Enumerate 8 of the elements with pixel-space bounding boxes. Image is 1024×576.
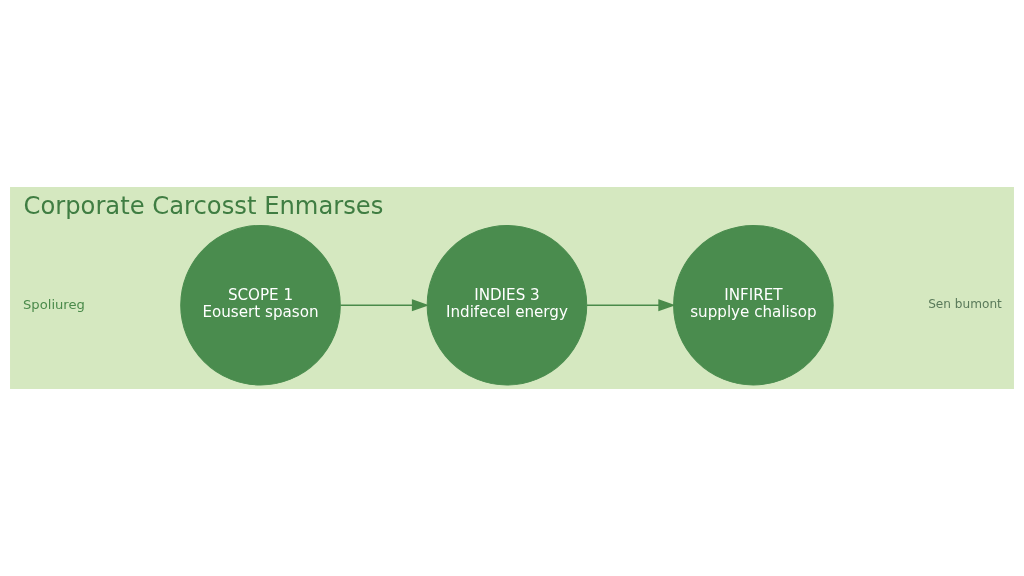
node-circle: SCOPE 1 Eousert spason: [180, 224, 341, 386]
label: Sen bumont: [928, 297, 1002, 312]
arrow: [586, 299, 676, 312]
diagram-title: Corporate Carcosst Enmarses: [23, 191, 384, 221]
arrow: [339, 299, 430, 312]
node-circle: INFIRET supplye chalisop: [673, 224, 834, 386]
label: Spoliureg: [23, 296, 85, 312]
node-circle: INDIES 3 Indifecel energy: [426, 224, 588, 386]
